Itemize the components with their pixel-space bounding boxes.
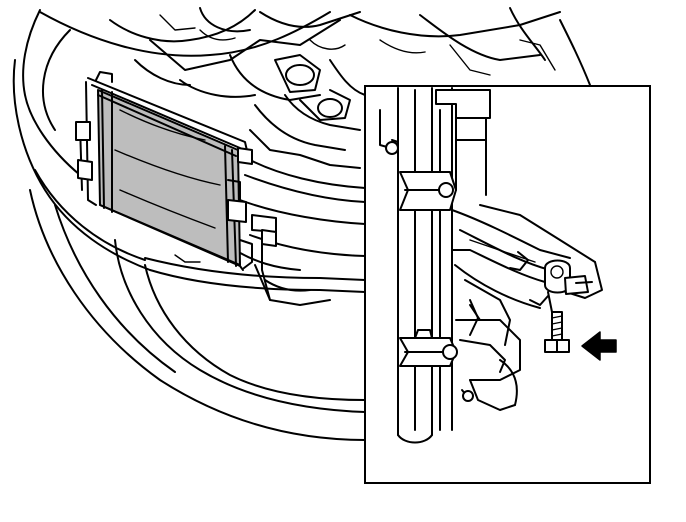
condenser-core xyxy=(97,89,241,266)
inset-frame xyxy=(364,85,651,484)
condenser-assembly xyxy=(75,71,277,301)
engine-bay xyxy=(39,7,591,169)
arrow-left-icon xyxy=(581,331,617,361)
mounting-bolt xyxy=(544,311,570,353)
detail-inset xyxy=(364,85,651,484)
front-bumper xyxy=(12,9,366,441)
